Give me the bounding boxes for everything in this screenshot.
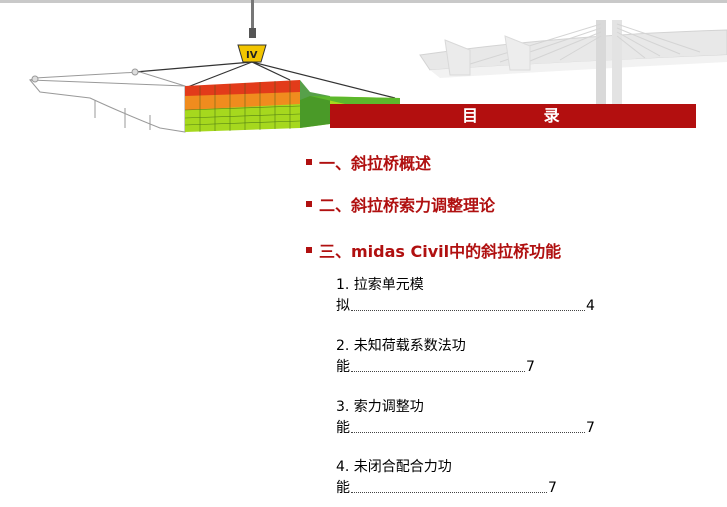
toc-section-3[interactable]: 三、midas Civil中的斜拉桥功能 [306, 238, 561, 262]
toc-section-label: 二、斜拉桥索力调整理论 [319, 196, 496, 215]
subsection-title: 2. 未知荷载系数法功 [336, 338, 466, 354]
toc-section-1[interactable]: 一、斜拉桥概述 [306, 150, 431, 174]
subsection-title: 3. 索力调整功 [336, 399, 424, 415]
svg-text:IV: IV [246, 50, 258, 61]
subsection-title-cont: 拟 [336, 298, 350, 314]
toc-subsection-3[interactable]: 3. 索力调整功 能 7 [336, 397, 626, 439]
toc-title-bar [330, 104, 696, 128]
toc-title: 目 录 [462, 106, 590, 125]
toc-section-2[interactable]: 二、斜拉桥索力调整理论 [306, 192, 495, 216]
bridge-illustration: IV [28, 0, 727, 133]
top-rule [0, 0, 727, 3]
girder-wireframe [28, 68, 186, 133]
dot-leader [351, 370, 525, 372]
toc-section-label: 三、midas Civil中的斜拉桥功能 [319, 242, 562, 261]
page-number: 4 [586, 298, 595, 314]
dot-leader [351, 491, 547, 493]
toc-subsection-4[interactable]: 4. 未闭合配合力功 能 7 [336, 457, 626, 499]
bullet-icon [306, 159, 312, 165]
cable-stayed-bridge-image [419, 20, 727, 104]
dot-leader [351, 309, 585, 311]
page-number: 7 [526, 359, 535, 375]
dot-leader [351, 431, 585, 433]
subsection-title-cont: 能 [336, 480, 350, 496]
subsection-title: 4. 未闭合配合力功 [336, 459, 452, 475]
subsection-title: 1. 拉索单元模 [336, 277, 424, 293]
page-number: 7 [548, 480, 557, 496]
subsection-title-cont: 能 [336, 359, 350, 375]
toc-subsection-2[interactable]: 2. 未知荷载系数法功 能 7 [336, 336, 626, 378]
crane-hook-image: IV [134, 0, 396, 99]
bullet-icon [306, 247, 312, 253]
bullet-icon [306, 201, 312, 207]
subsection-title-cont: 能 [336, 420, 350, 436]
page-number: 7 [586, 420, 595, 436]
toc-section-label: 一、斜拉桥概述 [319, 154, 432, 173]
toc-subsection-1[interactable]: 1. 拉索单元模 拟 4 [336, 275, 626, 317]
